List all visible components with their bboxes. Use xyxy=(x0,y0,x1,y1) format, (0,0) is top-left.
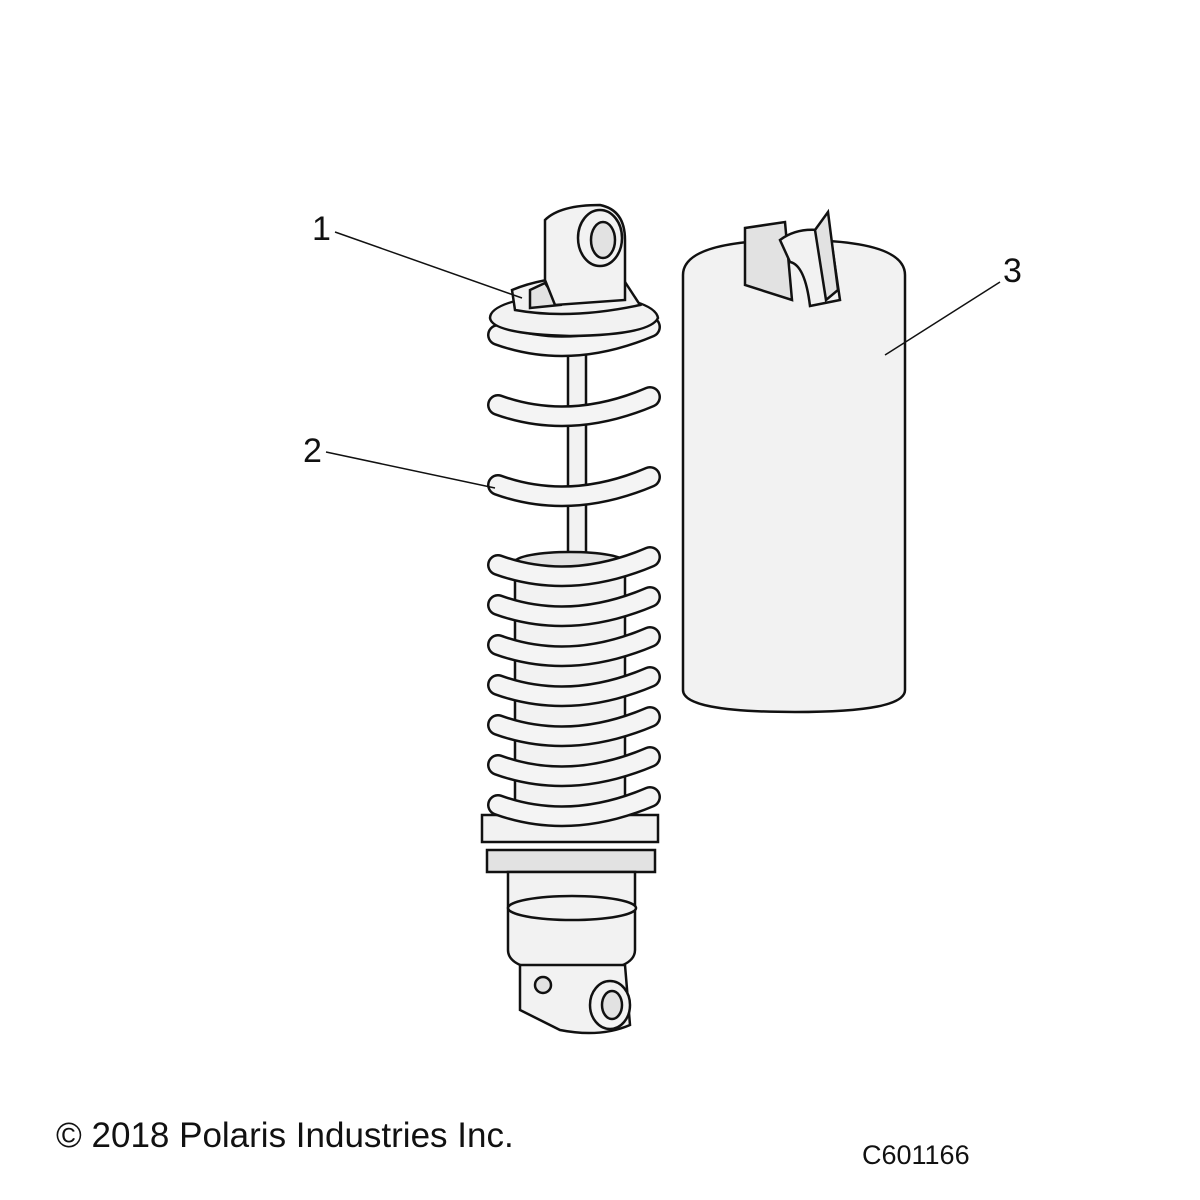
spring-coil xyxy=(489,388,659,425)
spring-coil xyxy=(489,748,659,785)
callout-1: 1 xyxy=(312,210,331,248)
spring xyxy=(487,316,661,828)
callout-2: 2 xyxy=(303,432,322,470)
shock-rod xyxy=(566,318,588,572)
spring-coil xyxy=(489,548,659,585)
shock-cover xyxy=(681,208,907,714)
upper-eyelet xyxy=(543,203,627,307)
spring-coil xyxy=(489,318,659,355)
figure-id: C601166 xyxy=(862,1140,970,1170)
spring-coil xyxy=(489,668,659,705)
leader-line-3 xyxy=(884,281,1001,356)
copyright-text: © 2018 Polaris Industries Inc. xyxy=(56,1116,514,1155)
leader-line-1 xyxy=(334,231,523,299)
spring-coil xyxy=(489,788,659,825)
callout-3: 3 xyxy=(1003,252,1022,290)
spring-coil xyxy=(489,708,659,745)
spring-coil xyxy=(489,588,659,625)
leader-line-2 xyxy=(325,451,496,489)
spring-coil xyxy=(489,468,659,505)
spring-coil xyxy=(489,628,659,665)
